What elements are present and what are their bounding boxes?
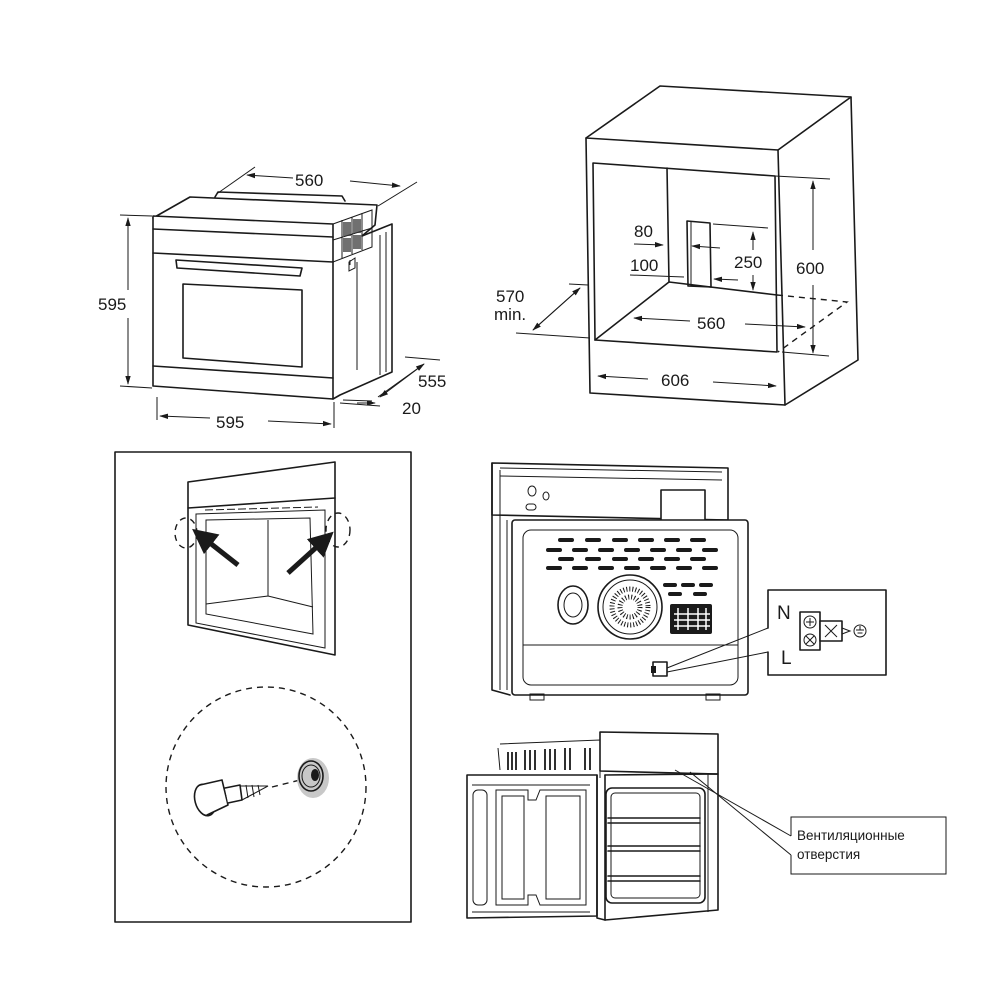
oven-rear-view (491, 462, 769, 701)
wiring-diagram: N L (767, 589, 887, 676)
arrow-icon (192, 528, 240, 567)
dim-vent-offset: 80 (634, 222, 653, 241)
terminal-live-label: L (781, 648, 792, 669)
ventilation-callout: Вентиляционные отверстия (790, 816, 947, 875)
dim-vent-bottom: 100 (630, 256, 658, 275)
oven-dimension-drawing: 560 595 595 555 20 (98, 166, 446, 432)
dim-front-offset: 20 (402, 399, 421, 418)
ventilation-label-line1: Вентиляционные (797, 828, 905, 843)
dim-cabinet-width: 606 (661, 371, 689, 390)
oven-open-door-view (466, 731, 792, 921)
ventilation-label-line2: отверстия (797, 847, 860, 862)
terminal-neutral-label: N (777, 603, 791, 624)
terminal-block-icon (799, 611, 852, 651)
dim-oven-body-depth: 555 (418, 372, 446, 391)
fan-grille (609, 586, 651, 628)
mounting-screws-panel (114, 451, 412, 923)
dim-niche-height: 600 (796, 259, 824, 278)
niche-dimension-drawing: 80 100 250 600 570 min. 560 606 (494, 85, 859, 406)
dim-niche-depth: 570 (496, 287, 524, 306)
dim-niche-width: 560 (697, 314, 725, 333)
dim-oven-depth-top: 560 (295, 171, 323, 190)
ground-icon (853, 624, 867, 638)
screw-icon (193, 779, 301, 817)
vent-slots (546, 538, 718, 596)
arrow-icon (286, 531, 334, 575)
dim-vent-height: 250 (734, 253, 762, 272)
washer-icon (297, 758, 329, 798)
dim-oven-width: 595 (216, 413, 244, 432)
dim-oven-height: 595 (98, 295, 126, 314)
dim-niche-depth-min: min. (494, 305, 526, 324)
